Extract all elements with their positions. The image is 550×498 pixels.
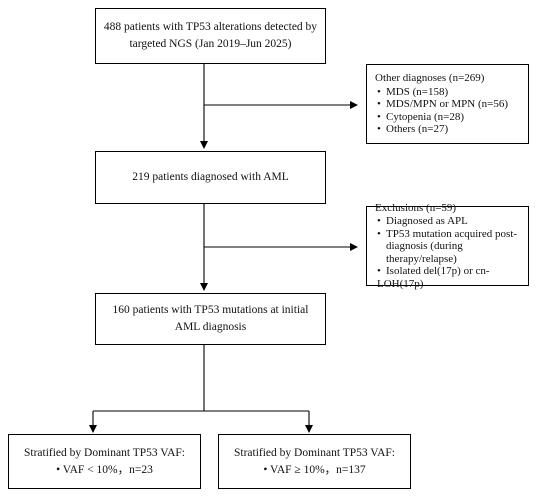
vaf-high-line-1: Stratified by Dominant TP53 VAF:: [233, 446, 395, 459]
box-initial-aml-diagnosis: 160 patients with TP53 mutations at init…: [95, 293, 326, 345]
exclusions-item-apl: • Diagnosed as APL: [375, 215, 468, 228]
other-diagnoses-item-label: MDS/MPN or MPN (n=56): [386, 98, 509, 111]
exclusions-title: Exclusions (n=59): [375, 201, 457, 214]
exclusions-item-continuation: diagnosis (during therapy/relapse): [386, 240, 463, 265]
other-diagnoses-title: Other diagnoses (n=269): [375, 72, 485, 85]
other-diagnoses-item-label: MDS (n=158): [386, 85, 449, 98]
other-diagnoses-item-mds: • MDS (n=158): [375, 86, 448, 99]
exclusions-item-isolated-del17p: •Isolated del(17p) or cn-LOH(17p): [375, 265, 528, 290]
bullet-icon: •: [377, 85, 381, 98]
box-other-diagnoses: Other diagnoses (n=269) • MDS (n=158) • MD…: [366, 64, 529, 144]
box-exclusions: Exclusions (n=59) • Diagnosed as APL • TP5…: [366, 202, 529, 290]
other-diagnoses-item-label: Cytopenia (n=28): [386, 110, 464, 123]
bullet-icon: •: [377, 227, 381, 240]
bullet-icon: •: [377, 110, 381, 123]
box-vaf-at-least-10: Stratified by Dominant TP53 VAF: • VAF ≥…: [218, 434, 411, 489]
aml-box-line-1: 219 patients diagnosed with AML: [132, 171, 289, 183]
vaf-low-line-2: • VAF < 10%，n=23: [56, 463, 153, 476]
bullet-icon: •: [377, 98, 381, 111]
box-vaf-below-10: Stratified by Dominant TP53 VAF: • VAF <…: [8, 434, 201, 489]
bullet-icon: •: [377, 265, 381, 278]
exclusions-item-acquired: • TP53 mutation acquired post-diagnosis (…: [375, 228, 528, 266]
other-diagnoses-item-label: Others (n=27): [386, 123, 449, 136]
vaf-low-line-1: Stratified by Dominant TP53 VAF:: [23, 446, 185, 459]
box-tp53-alterations-detected: 488 patients with TP53 alterations detec…: [95, 8, 326, 64]
exclusions-item-label: TP53 mutation acquired post-: [386, 227, 518, 240]
vaf-high-line-2: • VAF ≥ 10%，n=137: [263, 463, 366, 476]
bullet-icon: •: [377, 215, 381, 228]
other-diagnoses-item-cytopenia: • Cytopenia (n=28): [375, 111, 464, 124]
box-aml-diagnosed: 219 patients diagnosed with AML: [95, 151, 326, 204]
bullet-icon: •: [377, 123, 381, 136]
exclusions-item-label: Isolated del(17p) or cn-LOH(17p): [377, 265, 490, 290]
other-diagnoses-item-mds-mpn: • MDS/MPN or MPN (n=56): [375, 98, 508, 111]
initial-box-line-1: 160 patients with TP53 mutations at init…: [112, 304, 309, 316]
exclusions-item-label: Diagnosed as APL: [386, 215, 468, 228]
start-box-line-2: targeted NGS (Jan 2019–Jun 2025): [129, 38, 292, 50]
other-diagnoses-item-others: • Others (n=27): [375, 123, 448, 136]
initial-box-line-2: AML diagnosis: [174, 321, 247, 333]
start-box-line-1: 488 patients with TP53 alterations detec…: [103, 21, 318, 33]
